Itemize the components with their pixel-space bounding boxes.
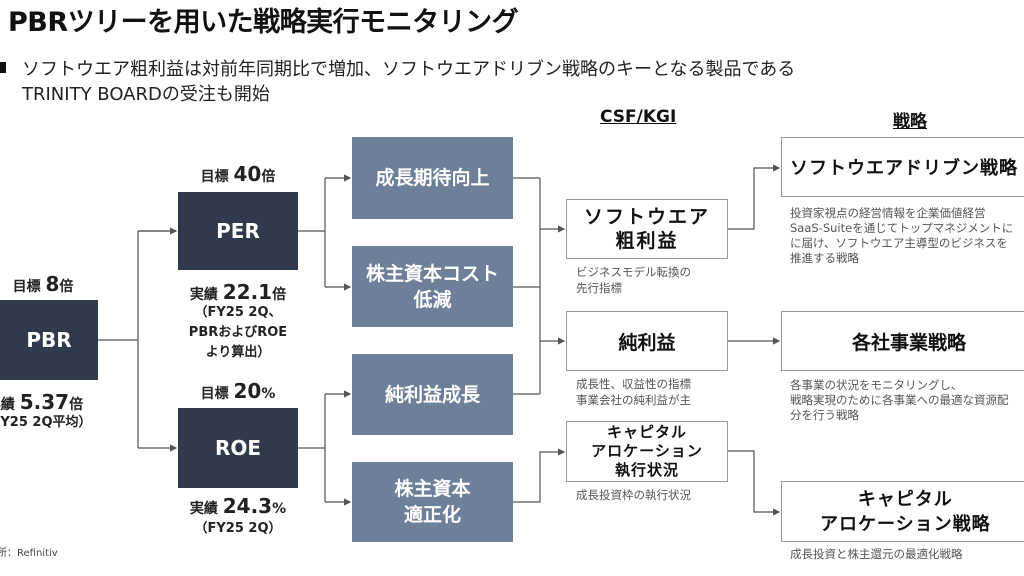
strategy-business-units: 各社事業戦略 [781,311,1024,371]
header-strategy: 戦略 [893,112,927,132]
csf-capital-allocation-status: キャピタルアロケーション執行状況 [566,421,728,482]
driver-growth-expectation: 成長期待向上 [352,137,513,219]
strategy-note-2a: 各事業の状況をモニタリングし、 [790,378,963,392]
source-note: 出所：Refinitiv [0,548,58,559]
pbr-target: 目標 8倍 [12,272,74,296]
driver-net-income-growth: 純利益成長 [352,354,513,435]
strategy-software-driven: ソフトウエアドリブン戦略 [781,137,1024,197]
csf-net-income: 純利益 [566,311,728,371]
strategy-note-2b: 戦略実現のために各事業への最適な資源配 [790,393,1009,407]
pbr-actual: 実績 5.37倍 [0,390,84,414]
per-node: PER [178,192,298,270]
csf-note-2a: 成長性、収益性の指標 [576,377,691,391]
per-actual: 実績 22.1倍 [189,280,287,304]
strategy-note-1c: に届け、ソフトウエア主導型のビジネスを [790,236,1008,250]
csf-note-1a: ビジネスモデル転換の [576,265,691,279]
bullet-icon [0,62,6,73]
summary-line-2: TRINITY BOARDの受注も開始 [22,84,270,105]
driver-equity-optimization: 株主資本適正化 [352,462,513,542]
strategy-note-2c: 分を行う戦略 [790,408,859,422]
csf-software-gross-profit: ソフトウエア粗利益 [566,199,728,259]
per-note-1: （FY25 2Q、 [194,305,282,320]
per-target: 目標 40倍 [200,162,276,186]
strategy-note-1b: SaaS-Suiteを通じてトップマネジメントに [790,221,1014,235]
csf-note-1b: 先行指標 [576,281,622,295]
page-title: PBRツリーを用いた戦略実行モニタリング [8,7,519,38]
driver-cost-of-equity: 株主資本コスト低減 [352,246,513,327]
per-note-3: より算出） [205,345,271,360]
summary-line-1: ソフトウエア粗利益は対前年同期比で増加、ソフトウエアドリブン戦略のキーとなる製品… [22,59,796,80]
roe-actual: 実績 24.3% [189,494,287,518]
strategy-note-1a: 投資家視点の経営情報を企業価値経営 [790,206,986,220]
pbr-node: PBR [0,300,98,380]
strategy-capital-allocation: キャピタルアロケーション戦略 [781,481,1024,542]
roe-node: ROE [178,408,298,488]
pbr-actual-note: （FY25 2Q平均） [0,415,92,430]
strategy-note-1d: 推進する戦略 [790,251,859,265]
csf-note-2b: 事業会社の純利益が主 [576,393,691,407]
roe-target: 目標 20% [200,379,276,403]
roe-actual-note: （FY25 2Q） [194,521,282,536]
header-csf-kgi: CSF/KGI [600,107,677,127]
csf-note-3: 成長投資枠の執行状況 [576,488,691,502]
per-note-2: PBRおよびROE [188,325,288,340]
strategy-note-3: 成長投資と株主還元の最適化戦略 [790,547,963,561]
